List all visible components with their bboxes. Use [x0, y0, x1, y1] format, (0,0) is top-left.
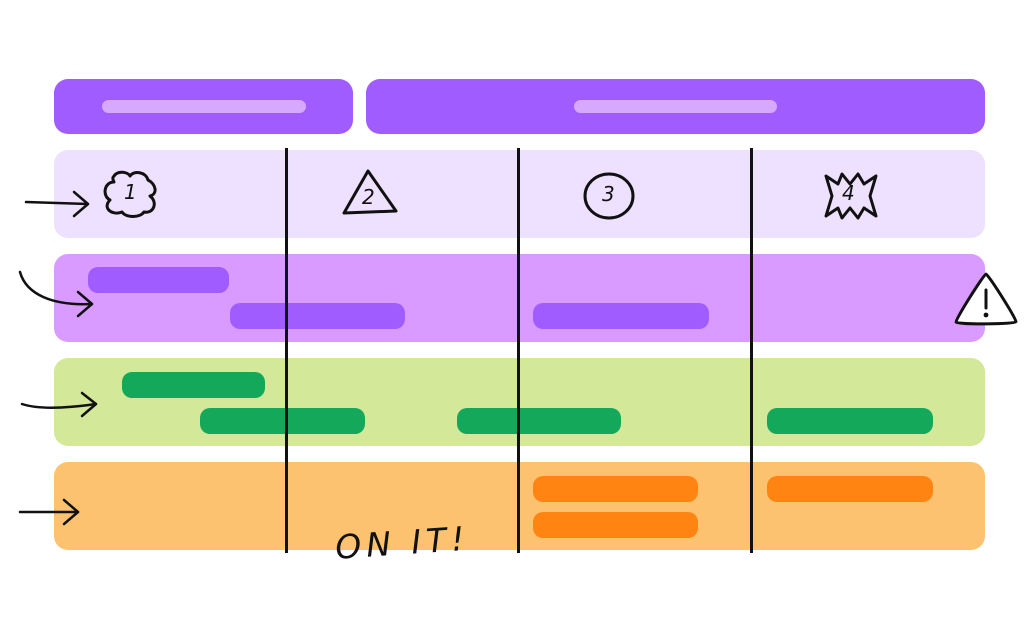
task-bar-purple-1	[88, 267, 229, 293]
column-divider-3	[750, 148, 753, 553]
task-bar-purple-3	[533, 303, 709, 329]
column-divider-1	[285, 148, 288, 553]
warning-triangle-icon	[954, 272, 1018, 326]
blob-badge-icon	[103, 170, 157, 218]
column-label-1: 1	[124, 180, 137, 204]
column-label-2: 2	[362, 185, 375, 209]
arrow-icon-row-1	[24, 190, 90, 218]
header-left	[54, 79, 353, 134]
header-right	[366, 79, 985, 134]
column-divider-2	[517, 148, 520, 553]
arrow-icon-row-4	[18, 498, 80, 526]
task-bar-orange-3	[767, 476, 933, 502]
arrow-icon-row-2	[18, 270, 94, 318]
header-right-placeholder	[574, 100, 777, 113]
task-bar-green-4	[767, 408, 933, 434]
task-bar-green-2	[200, 408, 365, 434]
task-bar-orange-1	[533, 476, 698, 502]
task-bar-green-3	[457, 408, 621, 434]
annotation-text: ON IT!	[334, 518, 471, 567]
task-bar-purple-2	[230, 303, 405, 329]
starburst-badge-icon	[824, 172, 878, 220]
header-left-placeholder	[102, 100, 306, 113]
arrow-icon-row-3	[20, 391, 98, 418]
task-bar-orange-2	[533, 512, 698, 538]
circle-badge-icon	[583, 172, 635, 220]
column-label-4: 4	[842, 181, 855, 205]
task-bar-green-1	[122, 372, 265, 398]
triangle-badge-icon	[342, 169, 398, 215]
column-label-3: 3	[602, 182, 615, 206]
